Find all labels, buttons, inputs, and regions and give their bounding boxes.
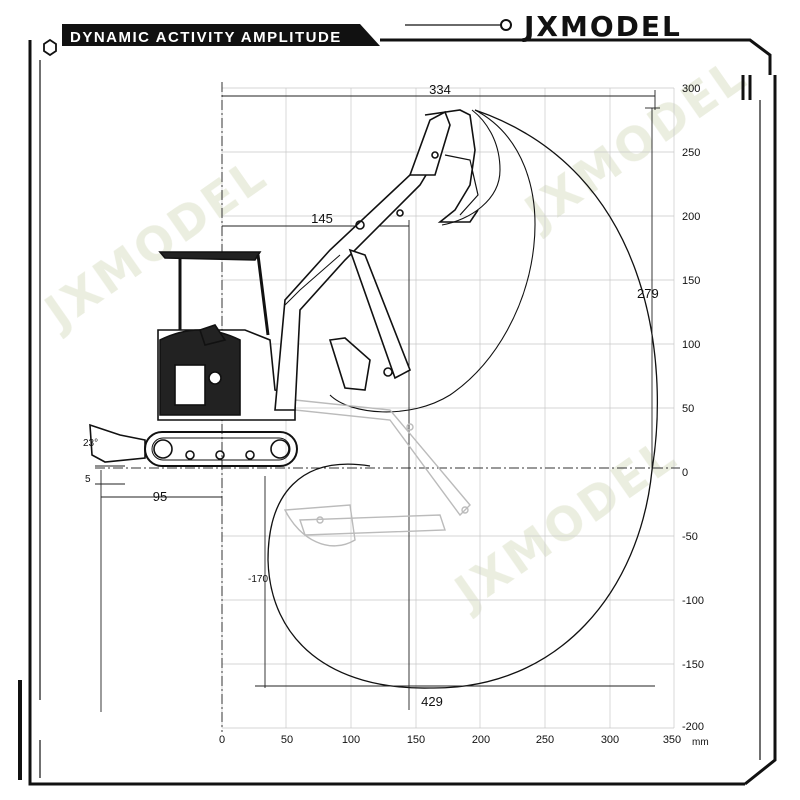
x-tick-label: 50 — [281, 734, 293, 746]
watermark-text: JXMODEL — [443, 427, 687, 621]
x-tick-label: 0 — [219, 734, 225, 746]
dim-max-reach-ground: 429 — [421, 694, 443, 709]
outer-frame — [18, 38, 777, 786]
x-tick-label: 250 — [536, 734, 554, 746]
y-tick-label: 0 — [682, 467, 688, 479]
working-range-envelope — [267, 109, 658, 689]
brand-name: JXMODEL — [522, 10, 682, 43]
x-tick-label: 200 — [472, 734, 490, 746]
y-tick-label: 50 — [682, 403, 694, 415]
dim-max-height: 279 — [637, 286, 659, 301]
x-axis-unit: mm — [692, 737, 709, 748]
y-tick-label: 200 — [682, 211, 700, 223]
hexagon-icon — [43, 38, 57, 57]
dim-boom-offset: 145 — [311, 211, 333, 226]
dim-max-reach-top: 334 — [429, 82, 451, 97]
grid — [221, 87, 675, 729]
x-tick-label: 350 — [663, 734, 681, 746]
ghost-arm-positions — [283, 399, 471, 547]
y-tick-label: 150 — [682, 275, 700, 287]
page-title: DYNAMIC ACTIVITY AMPLITUDE — [70, 29, 342, 46]
x-tick-label: 150 — [407, 734, 425, 746]
y-tick-label: 250 — [682, 147, 700, 159]
x-axis-ticks: 0 50 100 150 200 250 300 350 mm — [219, 734, 709, 748]
inner-arc-upper — [329, 109, 536, 413]
dim-max-depth: -170 — [248, 574, 268, 585]
dim-blade-drop: 5 — [85, 474, 91, 485]
y-tick-label: -50 — [682, 531, 698, 543]
watermark-text: JXMODEL — [513, 47, 757, 241]
x-tick-label: 300 — [601, 734, 619, 746]
y-axis-ticks: 300 250 200 150 100 50 0 -50 -100 -150 -… — [682, 83, 704, 733]
y-tick-label: -100 — [682, 595, 704, 607]
title-banner: DYNAMIC ACTIVITY AMPLITUDE — [62, 24, 380, 46]
inner-arc-bucket — [441, 109, 501, 226]
y-tick-label: -200 — [682, 721, 704, 733]
dim-rear-length: 95 — [153, 489, 167, 504]
brand-logo: JXMODEL — [405, 10, 682, 43]
x-tick-label: 100 — [342, 734, 360, 746]
y-tick-label: 300 — [682, 83, 700, 95]
dimension-lines — [95, 90, 660, 712]
brand-dot-icon — [500, 19, 512, 31]
y-tick-label: -150 — [682, 659, 704, 671]
y-tick-label: 100 — [682, 339, 700, 351]
excavator-drawing — [89, 109, 479, 467]
watermark-text: JXMODEL — [33, 147, 277, 341]
